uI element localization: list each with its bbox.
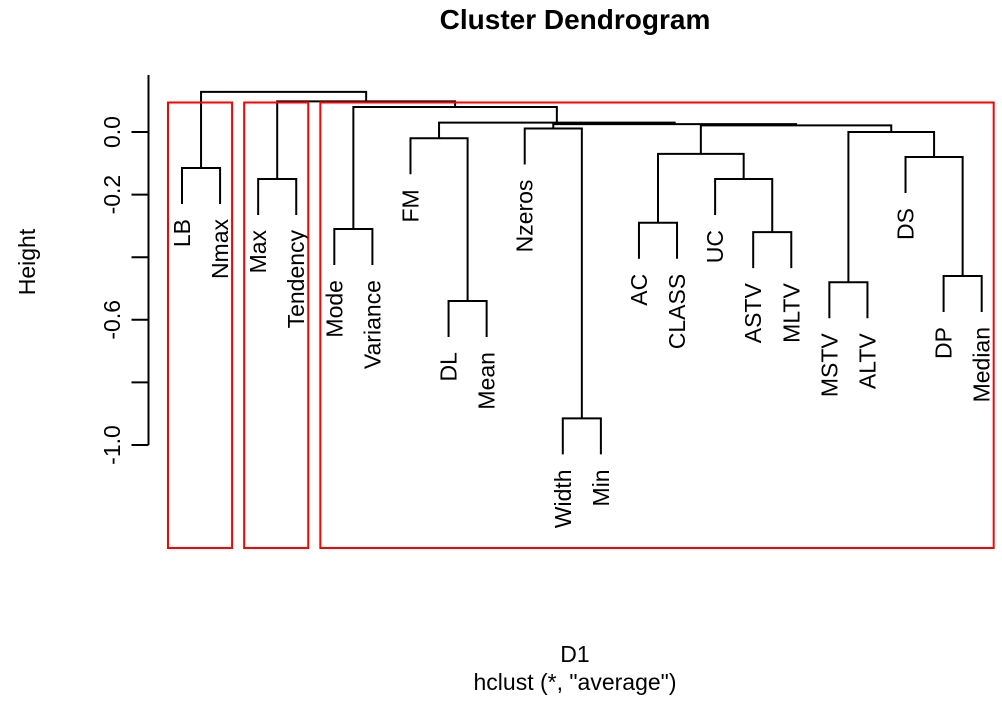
dendrogram-link [200, 90, 368, 168]
dendrogram-link [181, 166, 222, 204]
leaf-label: Min [588, 469, 614, 506]
dendrogram-link [699, 124, 893, 154]
y-axis-tick-label: -1.0 [99, 425, 125, 465]
dendrogram-link [847, 131, 936, 283]
leaf-label: Median [969, 327, 995, 402]
leaf-label: MLTV [778, 283, 804, 343]
x-axis-label-line2: hclust (*, "average") [473, 669, 677, 695]
dendrogram-link [333, 228, 374, 266]
leaf-label: Max [245, 229, 271, 273]
dendrogram-link [276, 100, 457, 179]
y-axis-label: Height [14, 228, 40, 296]
cluster-box [319, 101, 995, 549]
chart-title: Cluster Dendrogram [439, 4, 711, 35]
dendrogram-link [828, 281, 869, 319]
y-axis-tick-label: -0.6 [99, 300, 125, 340]
dendrogram-link [714, 177, 774, 233]
leaf-label: DS [893, 208, 919, 240]
leaf-label: MSTV [816, 333, 842, 398]
leaf-label: ASTV [740, 283, 766, 344]
leaf-label: Mode [321, 280, 347, 338]
dendrogram-link [637, 221, 679, 259]
leaf-label: Width [550, 469, 576, 528]
y-axis-tick-label: 0.0 [99, 116, 125, 148]
dendrogram-link [657, 152, 745, 223]
dendrogram-link [447, 300, 488, 338]
leaf-label: ALTV [854, 333, 880, 389]
leaf-label: UC [702, 230, 728, 263]
leaf-label: Variance [359, 280, 385, 369]
dendrogram-tree [181, 90, 983, 455]
dendrogram-link [942, 274, 983, 312]
cluster-box [167, 101, 234, 549]
y-axis-tick-label: -0.2 [99, 175, 125, 215]
leaf-label: DP [931, 327, 957, 359]
leaf-label: FM [397, 189, 423, 222]
leaf-label: DL [436, 352, 462, 382]
leaf-label: Tendency [283, 229, 309, 328]
leaf-label: CLASS [664, 274, 690, 349]
cluster-box [243, 101, 310, 549]
leaf-label: LB [169, 219, 195, 247]
leaf-label: Mean [474, 352, 500, 410]
leaf-label: AC [626, 274, 652, 306]
cluster-boxes [167, 101, 995, 549]
dendrogram-link [752, 231, 793, 269]
leaf-label: Nzeros [512, 180, 538, 253]
leaf-label: Nmax [207, 218, 233, 279]
dendrogram-link [561, 417, 602, 455]
y-axis: 0.0 -0.2 -0.6 -1.0 [99, 75, 150, 465]
dendrogram-link [257, 177, 298, 215]
dendrogram-link [523, 127, 583, 419]
x-axis-label-line1: D1 [560, 641, 590, 667]
